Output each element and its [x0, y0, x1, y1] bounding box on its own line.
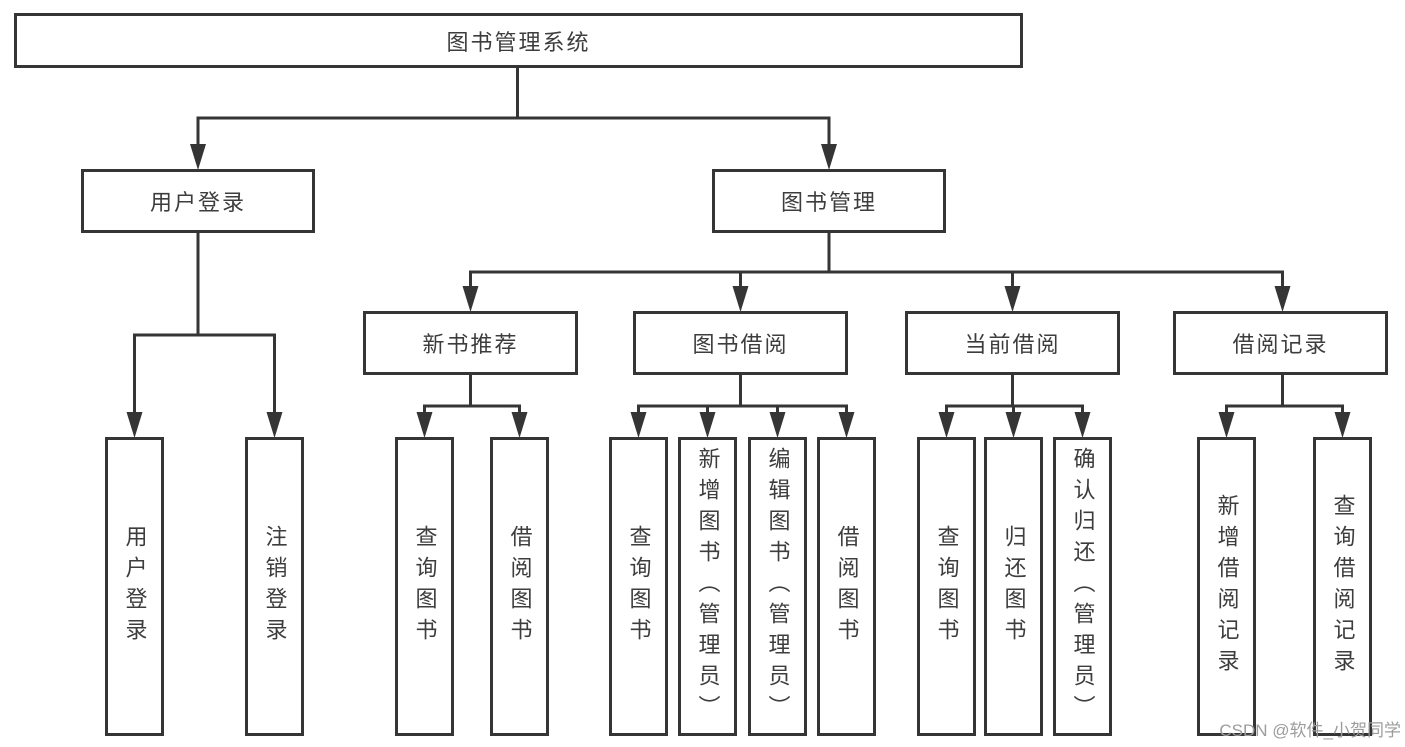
node-label: 新增借阅记录 — [1214, 493, 1240, 680]
node-current-borrowing: 当前借阅 — [905, 311, 1120, 375]
leaf-records-add-borrow-record: 新增借阅记录 — [1197, 437, 1256, 736]
leaf-borrowing-query-books: 查询图书 — [609, 437, 668, 736]
leaf-current-return-books: 归还图书 — [984, 437, 1043, 736]
leaf-records-query-borrow-record: 查询借阅记录 — [1313, 437, 1372, 736]
node-label: 图书管理 — [780, 190, 877, 215]
leaf-current-confirm-return-admin: 确认归还（管理员） — [1053, 437, 1112, 736]
node-label: 用户登录 — [149, 190, 246, 215]
node-root-library-system: 图书管理系统 — [14, 13, 1023, 68]
node-label: 当前借阅 — [964, 332, 1061, 357]
node-label: 借阅图书 — [834, 524, 860, 649]
node-label: 新增图书（管理员） — [695, 447, 721, 726]
leaf-borrowing-add-books-admin: 新增图书（管理员） — [678, 437, 737, 736]
node-label: 查询图书 — [626, 524, 652, 649]
node-label: 编辑图书（管理员） — [765, 447, 791, 726]
node-label: 用户登录 — [122, 524, 148, 649]
leaf-borrowing-edit-books-admin: 编辑图书（管理员） — [748, 437, 807, 736]
leaf-borrowing-borrow-books: 借阅图书 — [817, 437, 876, 736]
node-new-book-recommendation: 新书推荐 — [363, 311, 578, 375]
leaf-user-login: 用户登录 — [105, 437, 164, 736]
leaf-recommend-borrow-books: 借阅图书 — [490, 437, 549, 736]
node-label: 查询图书 — [412, 524, 438, 649]
node-label: 新书推荐 — [422, 332, 519, 357]
leaf-logout-login: 注销登录 — [245, 437, 304, 736]
arrowheads — [126, 144, 1351, 438]
node-borrowing-records: 借阅记录 — [1173, 311, 1388, 375]
node-label: 确认归还（管理员） — [1070, 447, 1096, 726]
node-label: 图书借阅 — [692, 332, 789, 357]
node-label: 查询借阅记录 — [1330, 493, 1356, 680]
leaf-recommend-query-books: 查询图书 — [395, 437, 454, 736]
node-label: 查询图书 — [934, 524, 960, 649]
leaf-current-query-books: 查询图书 — [917, 437, 976, 736]
csdn-watermark: CSDN @软件_小贺同学 — [1219, 721, 1401, 740]
node-user-login: 用户登录 — [81, 169, 315, 233]
node-book-borrowing: 图书借阅 — [633, 311, 848, 375]
node-label: 借阅记录 — [1232, 332, 1329, 357]
node-label: 注销登录 — [262, 524, 288, 649]
node-label: 归还图书 — [1001, 524, 1027, 649]
node-label: 图书管理系统 — [446, 29, 591, 55]
node-label: 借阅图书 — [507, 524, 533, 649]
node-book-management: 图书管理 — [712, 169, 946, 233]
